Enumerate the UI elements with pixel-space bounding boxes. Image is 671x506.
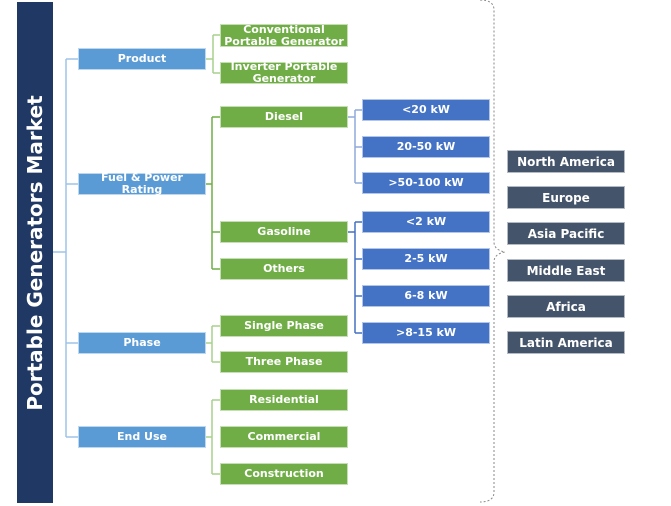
gasoline-rating: 6-8 kW (362, 285, 490, 307)
gasoline-rating: >8-15 kW (362, 322, 490, 344)
market-title-text: Portable Generators Market (23, 94, 47, 411)
region-middle-east: Middle East (507, 259, 625, 282)
gasoline-rating: 2-5 kW (362, 248, 490, 270)
diesel-rating: 20-50 kW (362, 136, 490, 158)
region-europe: Europe (507, 186, 625, 209)
product-conventional: Conventional Portable Generator (220, 23, 348, 47)
fuel-gasoline: Gasoline (220, 221, 348, 243)
segment-end-use: End Use (78, 426, 206, 448)
gasoline-rating: <2 kW (362, 211, 490, 233)
region-north-america: North America (507, 150, 625, 173)
fuel-diesel: Diesel (220, 106, 348, 128)
phase-single: Single Phase (220, 315, 348, 337)
phase-three: Three Phase (220, 351, 348, 373)
end-use-commercial: Commercial (220, 426, 348, 448)
segment-phase: Phase (78, 332, 206, 354)
diesel-rating: <20 kW (362, 99, 490, 121)
segment-fuel-power-rating: Fuel & Power Rating (78, 172, 206, 196)
region-africa: Africa (507, 295, 625, 318)
diesel-rating: >50-100 kW (362, 172, 490, 194)
end-use-residential: Residential (220, 389, 348, 411)
region-asia-pacific: Asia Pacific (507, 222, 625, 245)
market-title: Portable Generators Market (17, 2, 53, 503)
product-inverter: Inverter Portable Generator (220, 61, 348, 85)
end-use-construction: Construction (220, 463, 348, 485)
fuel-others: Others (220, 258, 348, 280)
region-latin-america: Latin America (507, 331, 625, 354)
segment-product: Product (78, 48, 206, 70)
